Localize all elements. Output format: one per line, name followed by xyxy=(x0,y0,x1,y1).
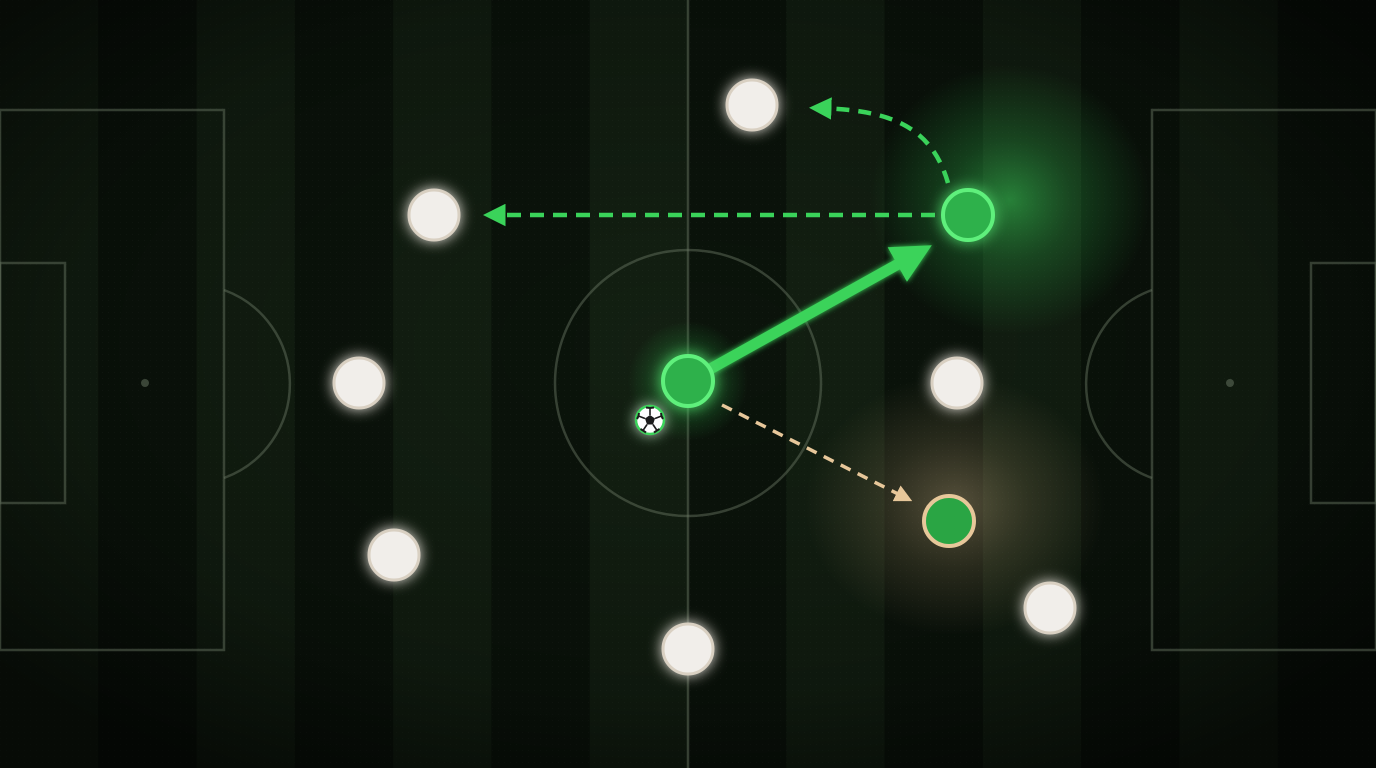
runner-glow xyxy=(870,65,1150,335)
soccer-ball-icon[interactable] xyxy=(634,404,666,436)
left-goal-box xyxy=(0,261,67,505)
curved-pass-arrow xyxy=(809,97,951,184)
right-penalty-arc xyxy=(1084,288,1153,480)
player-white-3[interactable] xyxy=(332,356,386,410)
player-white-7[interactable] xyxy=(1023,581,1077,635)
player-white-6[interactable] xyxy=(661,622,715,676)
main-pass-arrow xyxy=(706,245,932,374)
player-runner[interactable] xyxy=(941,188,995,242)
left-penalty-box xyxy=(0,108,226,652)
player-white-2[interactable] xyxy=(407,188,461,242)
option-pass-arrow xyxy=(721,403,913,502)
right-penalty-spot xyxy=(1226,379,1234,387)
right-penalty-box xyxy=(1150,108,1376,652)
white-players xyxy=(332,78,1077,676)
center-circle xyxy=(553,248,823,518)
left-penalty-spot xyxy=(141,379,149,387)
player-option[interactable] xyxy=(922,494,976,548)
player-ball-carrier[interactable] xyxy=(661,354,715,408)
right-goal-box xyxy=(1309,261,1376,505)
player-white-5[interactable] xyxy=(367,528,421,582)
left-penalty-arc xyxy=(223,288,292,480)
player-white-1[interactable] xyxy=(725,78,779,132)
green-players xyxy=(661,188,995,548)
player-white-4[interactable] xyxy=(930,356,984,410)
pass-arrows xyxy=(483,97,951,502)
